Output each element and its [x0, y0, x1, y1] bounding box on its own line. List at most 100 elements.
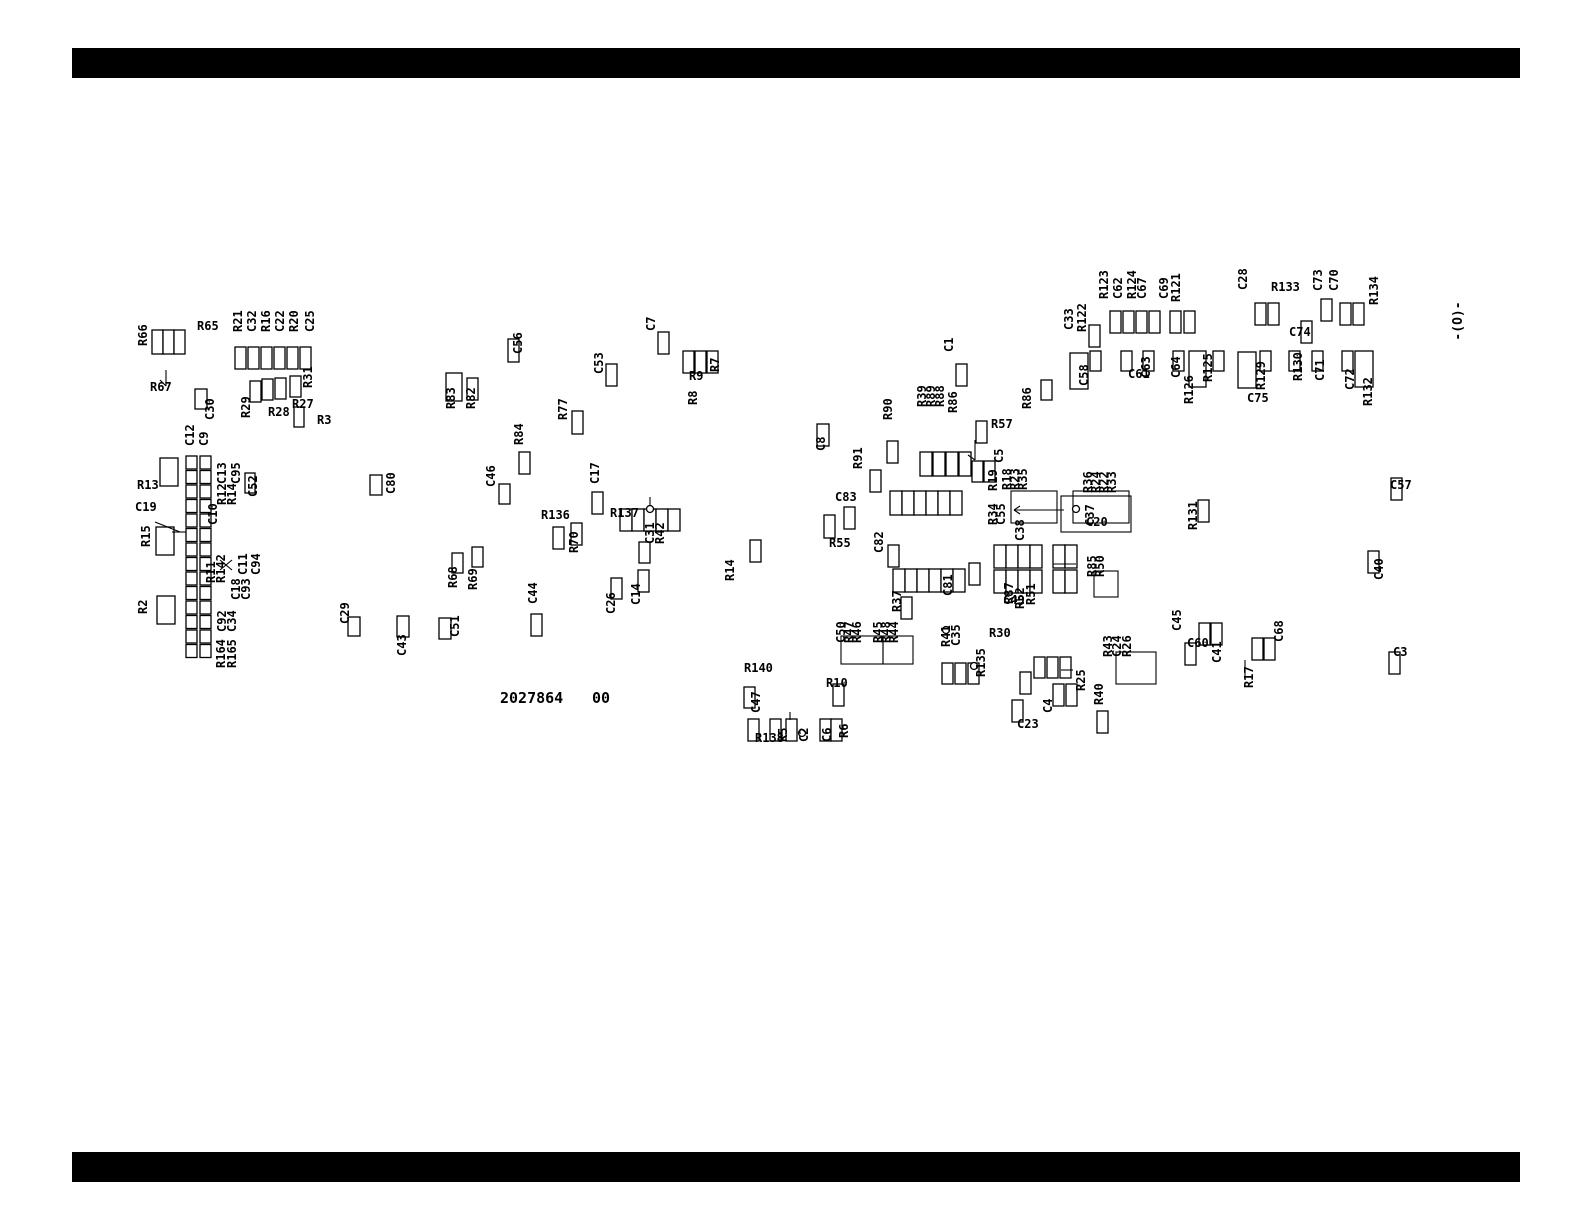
- component-pad: [1029, 569, 1043, 594]
- component-label: C82: [872, 531, 886, 553]
- component-pad: [1251, 637, 1264, 661]
- component-label: R3: [317, 413, 331, 427]
- component-pad: [1352, 302, 1365, 326]
- resistor-pack-outline: [1060, 495, 1132, 533]
- component-pad: [892, 568, 906, 593]
- component-label: R126: [1182, 375, 1196, 404]
- component-label: C70: [1327, 269, 1341, 291]
- component-pad: [199, 527, 212, 543]
- component-label: C46: [484, 465, 498, 487]
- component-pad: [869, 469, 882, 493]
- component-pad: [932, 451, 946, 477]
- component-pad: [1029, 544, 1043, 569]
- component-pad: [904, 568, 918, 593]
- component-label: R31: [301, 366, 315, 388]
- component-label: R17: [1242, 666, 1256, 688]
- component-label: C28: [1236, 268, 1250, 290]
- component-label: R24: [1089, 471, 1103, 493]
- component-pad: [185, 614, 198, 630]
- component-label: R67: [150, 380, 172, 394]
- component-label: C2: [797, 728, 811, 742]
- component-label: C38: [1013, 519, 1027, 541]
- component-pad: [919, 451, 933, 477]
- part-number-text: 2027864: [500, 689, 563, 707]
- component-pad: [1341, 350, 1354, 372]
- component-label: C45: [1170, 609, 1184, 631]
- component-label: C60: [1187, 636, 1209, 650]
- component-pad: [952, 568, 966, 593]
- component-pad: [173, 329, 186, 355]
- component-pad: [657, 331, 670, 355]
- component-label: R16: [259, 310, 273, 332]
- component-pad: [605, 363, 618, 387]
- component-pad: [993, 544, 1007, 569]
- resistor-pack-outline: [1010, 490, 1058, 524]
- component-pad: [1263, 637, 1276, 661]
- bottom-frame-bar: [72, 1152, 1520, 1182]
- component-pad: [199, 498, 212, 514]
- component-label: R83: [444, 387, 458, 409]
- component-label: C25: [303, 310, 317, 332]
- component-label: C49: [1003, 593, 1025, 607]
- component-pad: [185, 484, 198, 499]
- component-label: R66: [136, 324, 150, 346]
- component-pad: [1089, 350, 1102, 372]
- component-pad: [552, 526, 565, 550]
- component-pad: [1259, 350, 1272, 372]
- component-pad: [185, 571, 198, 586]
- component-pad: [151, 329, 164, 355]
- component-label: R70: [567, 531, 581, 553]
- component-pad: [249, 380, 262, 403]
- component-pad: [925, 490, 939, 516]
- component-pads: [151, 298, 1403, 742]
- component-pad: [199, 571, 212, 586]
- component-label: R19: [986, 469, 1000, 491]
- component-pad: [1059, 656, 1072, 679]
- component-label: C22: [273, 310, 287, 332]
- component-label: R69: [466, 568, 480, 590]
- component-label: C4: [1041, 699, 1055, 713]
- component-pad: [1198, 622, 1211, 646]
- component-label: C17: [588, 462, 602, 484]
- component-pad: [156, 595, 176, 625]
- component-label: C14: [629, 583, 643, 605]
- component-pad: [823, 514, 836, 539]
- component-label: R84: [512, 423, 526, 445]
- component-pad: [347, 616, 361, 637]
- component-label: R136: [541, 508, 570, 522]
- component-pad: [438, 617, 452, 640]
- component-pad: [941, 662, 954, 685]
- component-pad: [749, 539, 762, 563]
- component-label: C41: [1210, 641, 1224, 663]
- component-label: R123: [1097, 270, 1111, 299]
- component-label: C92: [215, 610, 229, 632]
- component-label: R86: [946, 391, 960, 413]
- component-pad: [289, 375, 302, 398]
- component-label: C71: [1313, 359, 1327, 381]
- component-label: R165: [225, 639, 239, 668]
- component-pad: [185, 498, 198, 514]
- component-pad: [887, 544, 900, 568]
- component-label: R133: [1271, 280, 1300, 294]
- component-label: C31: [643, 522, 657, 544]
- component-pad: [518, 451, 531, 475]
- component-pad: [185, 469, 198, 485]
- component-pad: [199, 455, 212, 470]
- component-label: C64: [1169, 356, 1183, 378]
- component-pad: [162, 329, 175, 355]
- component-label: R8: [686, 391, 700, 405]
- component-pad: [185, 556, 198, 572]
- component-pad: [199, 542, 212, 557]
- component-pad: [667, 508, 681, 532]
- component-pad: [900, 596, 913, 620]
- component-label: R44: [887, 621, 901, 643]
- component-label: C13: [215, 462, 229, 484]
- component-pad: [638, 541, 651, 564]
- component-label: C10: [206, 503, 220, 525]
- component-pad: [1065, 683, 1078, 707]
- component-label: C58: [1077, 364, 1091, 386]
- component-label: R122: [1075, 303, 1089, 332]
- component-pad: [1148, 310, 1161, 334]
- component-label: C9: [197, 432, 211, 446]
- component-label: C5: [992, 449, 1006, 463]
